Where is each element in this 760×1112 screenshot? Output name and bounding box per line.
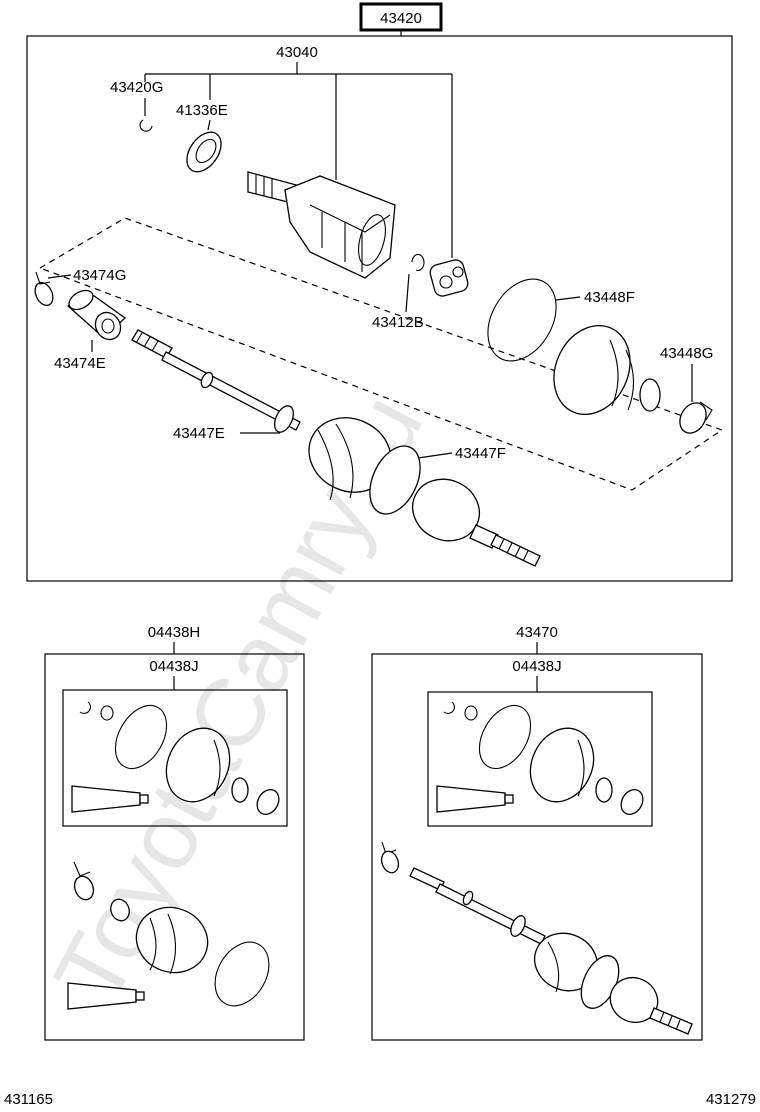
circlip-part — [411, 253, 425, 271]
label-43420G[interactable]: 43420G — [110, 79, 163, 96]
boot-band-part — [487, 278, 557, 362]
assembly-label[interactable]: 43420 — [380, 10, 422, 27]
assembly-label-box — [359, 2, 443, 32]
label-43474E[interactable]: 43474E — [54, 355, 106, 372]
boot-band-part — [478, 705, 532, 769]
label-43448G[interactable]: 43448G — [660, 345, 713, 362]
grease-tube-part — [436, 785, 514, 813]
kit-right-inner-frame — [427, 691, 653, 827]
footer-right-code: 431279 — [706, 1091, 756, 1108]
label-43474G[interactable]: 43474G — [73, 267, 126, 284]
boot-clamp-part — [256, 789, 280, 815]
drive-shaft-part — [131, 329, 301, 433]
label-43447F[interactable]: 43447F — [455, 445, 506, 462]
oil-seal-part — [186, 131, 222, 173]
kit-left-outer-label[interactable]: 04438H — [148, 624, 201, 641]
snap-ring-part — [79, 701, 91, 714]
inner-boot-part — [553, 324, 661, 416]
snap-ring-part — [139, 119, 153, 132]
kit-right: 43470 04438J — [371, 624, 703, 1041]
outer-boot-part — [135, 906, 209, 975]
grease-tube-part — [71, 785, 149, 813]
label-41336E[interactable]: 41336E — [176, 102, 228, 119]
tripod-part — [429, 259, 469, 297]
main-assembly: 43420 43040 43420G 41336E — [26, 2, 733, 582]
kit-left-inner-label[interactable]: 04438J — [149, 658, 198, 675]
small-clamp-part — [34, 271, 54, 307]
circlip-part — [464, 705, 478, 721]
small-clamp-part — [73, 861, 95, 901]
snap-ring-part — [443, 701, 455, 714]
boot-clamp-part — [679, 401, 713, 434]
main-frame — [26, 35, 733, 582]
boot-band-part — [114, 705, 168, 769]
small-clamp-part — [380, 841, 400, 874]
kit-left: 04438H 04438J — [44, 624, 305, 1041]
footer-left-code: 431165 — [4, 1091, 53, 1108]
label-43412B[interactable]: 43412B — [372, 314, 424, 331]
outboard-joint-part — [308, 417, 541, 567]
label-43040[interactable]: 43040 — [276, 44, 318, 61]
inboard-joint-part — [247, 171, 396, 279]
inner-boot-part — [165, 727, 249, 803]
dynamic-damper-part — [66, 289, 127, 341]
drive-shaft-part — [409, 867, 546, 945]
boot-clamp-part — [110, 898, 130, 922]
grease-tube-part — [67, 982, 145, 1010]
kit-right-inner-label[interactable]: 04438J — [512, 658, 561, 675]
kit-left-frame — [44, 653, 305, 1041]
label-43448F[interactable]: 43448F — [584, 289, 635, 306]
boot-clamp-part — [620, 789, 644, 815]
kit-right-frame — [371, 653, 703, 1041]
kit-right-outer-label[interactable]: 43470 — [516, 624, 558, 641]
circlip-part — [100, 705, 114, 721]
inner-boot-part — [529, 727, 613, 803]
outboard-joint-part — [534, 932, 693, 1035]
boot-band-part — [214, 941, 270, 1007]
label-43447E[interactable]: 43447E — [173, 425, 225, 442]
kit-left-inner-frame — [62, 689, 288, 827]
